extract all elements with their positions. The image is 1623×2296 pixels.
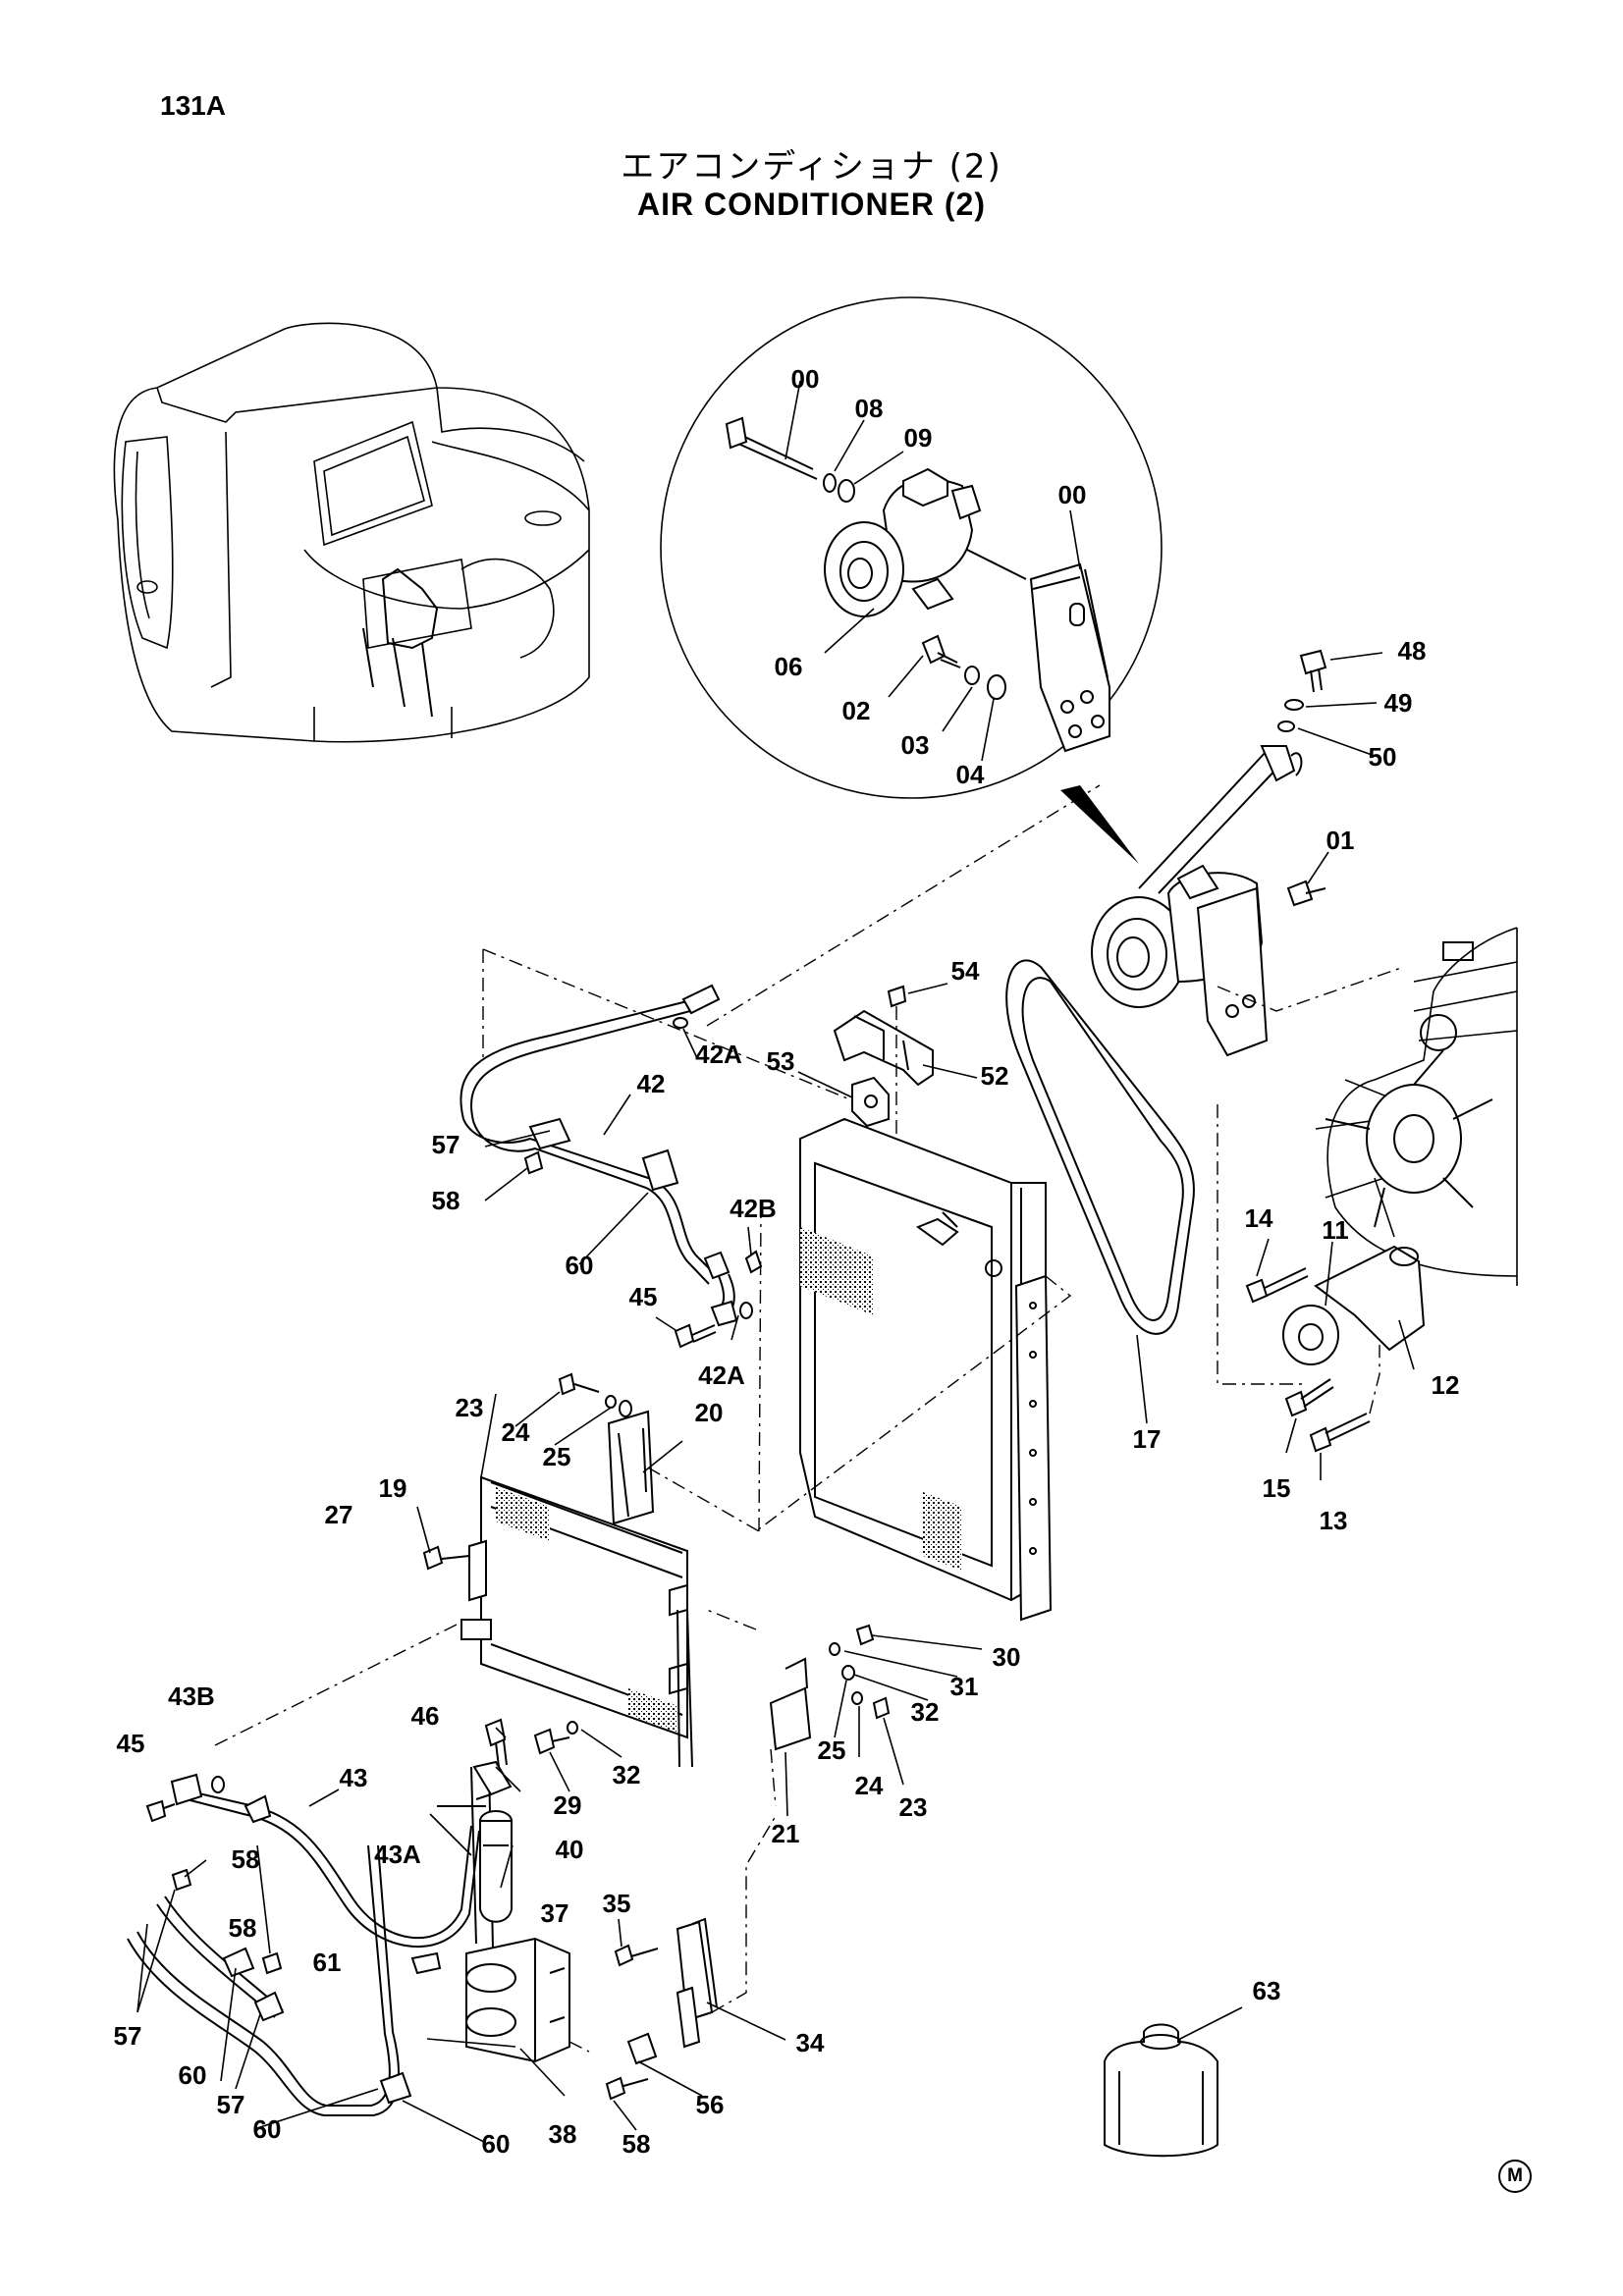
callout-37: 37 (541, 1898, 569, 1928)
callout-43B: 43B (168, 1682, 215, 1711)
callout-15: 15 (1263, 1473, 1291, 1503)
callout-42: 42 (637, 1069, 666, 1098)
callout-45-bottom: 45 (117, 1729, 145, 1758)
callout-57-top: 57 (432, 1130, 460, 1159)
callout-02: 02 (842, 696, 871, 725)
callout-58-left: 58 (229, 1913, 257, 1943)
callout-03: 03 (901, 730, 930, 760)
callout-58-mid: 58 (232, 1844, 260, 1874)
callout-11: 11 (1322, 1215, 1349, 1245)
callout-57-left: 57 (114, 2021, 142, 2051)
callout-38: 38 (549, 2119, 577, 2149)
callout-21: 21 (772, 1819, 800, 1848)
callout-13: 13 (1320, 1506, 1348, 1535)
callout-46: 46 (411, 1701, 440, 1731)
callout-40: 40 (556, 1835, 584, 1864)
callout-25-top: 25 (543, 1442, 571, 1471)
callout-14: 14 (1245, 1203, 1273, 1233)
callout-63: 63 (1253, 1976, 1281, 2005)
callout-07: 00 (791, 364, 820, 394)
title-english: AIR CONDITIONER (2) (637, 187, 986, 222)
callout-09: 09 (904, 423, 933, 453)
callout-60-top: 60 (566, 1251, 594, 1280)
compressor-assembly (1005, 649, 1518, 1480)
callout-60-left: 60 (179, 2060, 207, 2090)
callout-49: 49 (1384, 688, 1413, 718)
callout-42A-bottom: 42A (698, 1361, 745, 1390)
callout-08: 08 (855, 394, 884, 423)
callout-20: 20 (695, 1398, 724, 1427)
bracket-21 (706, 1609, 983, 1817)
callout-23-bottom: 23 (899, 1792, 928, 1822)
callout-19: 19 (379, 1473, 407, 1503)
bracket-34 (568, 1815, 786, 2131)
callout-48: 48 (1398, 636, 1427, 666)
callout-24-top: 24 (502, 1417, 530, 1447)
excavator-overview (113, 322, 590, 743)
callout-53: 53 (767, 1046, 795, 1076)
callout-04: 04 (956, 760, 985, 789)
callout-35: 35 (603, 1889, 631, 1918)
callout-32-left: 32 (613, 1760, 641, 1789)
callout-06: 06 (775, 652, 803, 681)
callout-56: 56 (696, 2090, 725, 2119)
callout-labels: 00 08 09 00 06 02 03 04 48 49 50 01 54 5… (114, 364, 1460, 2159)
bracket-52 (797, 983, 978, 1207)
page-number: 131A (160, 90, 226, 121)
callout-30: 30 (993, 1642, 1021, 1672)
callout-32-right: 32 (911, 1697, 940, 1727)
drier-and-hoses (127, 1718, 570, 2144)
callout-58-bottom: 58 (622, 2129, 651, 2159)
m-stamp: M (1498, 2160, 1532, 2193)
callout-00: 00 (1058, 480, 1087, 509)
callout-24-bottom: 24 (855, 1771, 884, 1800)
callout-12: 12 (1432, 1370, 1460, 1400)
callout-45-top: 45 (629, 1282, 658, 1311)
oil-bottle-63 (1104, 2006, 1243, 2158)
callout-01: 01 (1326, 826, 1355, 855)
callout-31: 31 (950, 1672, 979, 1701)
callout-43A: 43A (374, 1840, 421, 1869)
callout-17: 17 (1133, 1424, 1162, 1454)
callout-60-mid: 60 (253, 2114, 282, 2144)
callout-52: 52 (981, 1061, 1009, 1091)
callout-60-bottom: 60 (482, 2129, 511, 2159)
condenser (210, 1206, 762, 1792)
callout-43: 43 (340, 1763, 368, 1792)
callout-50: 50 (1369, 742, 1397, 772)
callout-57-bottom: 57 (217, 2090, 245, 2119)
callout-42B: 42B (730, 1194, 777, 1223)
callout-29: 29 (554, 1790, 582, 1820)
title-japanese: エアコンディショナ (2) (621, 147, 1002, 187)
callout-42A-top: 42A (695, 1040, 742, 1069)
callout-23-top: 23 (456, 1393, 484, 1422)
hose-42 (460, 784, 1101, 1349)
radiator (755, 1117, 1072, 1622)
callout-27: 27 (325, 1500, 353, 1529)
callout-25-bottom: 25 (818, 1735, 846, 1765)
callout-34: 34 (796, 2028, 825, 2057)
compressor-detail-circle (660, 296, 1163, 864)
callout-54: 54 (951, 956, 980, 986)
callout-61: 61 (313, 1948, 342, 1977)
callout-58-top: 58 (432, 1186, 460, 1215)
